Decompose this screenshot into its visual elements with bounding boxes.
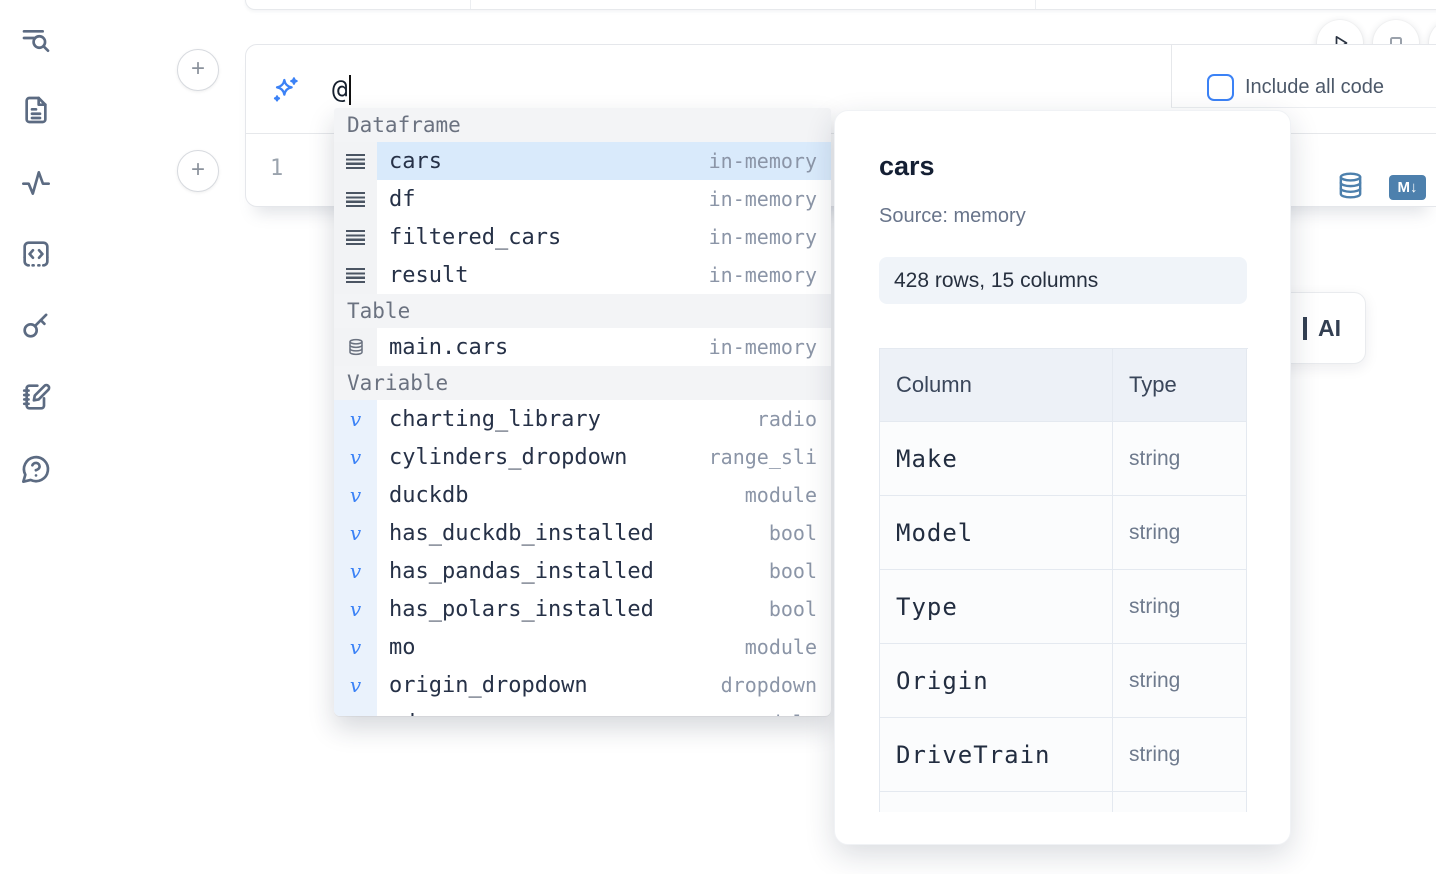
activity-icon[interactable] [20, 167, 52, 199]
preview-schema-table: Column Type Make string Model string Typ… [879, 348, 1248, 812]
previous-cell-edge [245, 0, 1436, 10]
variable-icon: v [334, 400, 377, 438]
column-header-cell: Column [880, 349, 1113, 422]
preview-shape-badge: 428 rows, 15 columns [879, 257, 1247, 304]
divider [1035, 0, 1036, 9]
section-header-variable: Variable [334, 366, 831, 400]
variable-icon: v [334, 438, 377, 476]
preview-title: cars [879, 151, 935, 181]
text-cursor [348, 75, 351, 105]
markdown-icon[interactable]: M↓ [1389, 175, 1426, 200]
section-header-dataframe: Dataframe [334, 108, 831, 142]
type-header-cell: Type [1113, 349, 1247, 422]
dataframe-icon [334, 180, 377, 218]
list-search-icon[interactable] [20, 24, 52, 56]
key-icon[interactable] [20, 309, 52, 341]
table-row-clipped [880, 792, 1248, 812]
variable-icon: v [334, 590, 377, 628]
table-row: Type string [880, 570, 1248, 644]
divider [470, 0, 471, 9]
line-number: 1 [270, 156, 284, 181]
table-row: Make string [880, 422, 1248, 496]
include-all-code-label: Include all code [1245, 76, 1384, 98]
dataframe-icon [334, 256, 377, 294]
variable-icon: v [334, 552, 377, 590]
ai-prompt-input[interactable]: @ [332, 75, 351, 105]
variable-icon: v [334, 514, 377, 552]
clipped-button[interactable] [1429, 20, 1436, 66]
variable-icon: v [334, 628, 377, 666]
preview-source: Source: memory [879, 205, 1026, 227]
dataframe-icon [334, 218, 377, 256]
dataframe-icon [334, 142, 377, 180]
autocomplete-item-pd[interactable]: v pdmodule [334, 704, 831, 716]
variable-icon: v [334, 476, 377, 514]
clipped-letter [1303, 316, 1307, 340]
help-bubble-icon[interactable] [20, 453, 52, 485]
section-header-table: Table [334, 294, 831, 328]
divider [1171, 107, 1436, 108]
add-cell-above-button[interactable]: + [177, 49, 219, 91]
variable-icon: v [334, 666, 377, 704]
table-header-row: Column Type [880, 349, 1248, 422]
database-icon [334, 328, 377, 366]
table-preview-panel: cars Source: memory 428 rows, 15 columns… [834, 110, 1291, 845]
include-all-code-checkbox[interactable] [1207, 74, 1234, 101]
table-row: Origin string [880, 644, 1248, 718]
divider [1171, 45, 1172, 107]
file-text-icon[interactable] [20, 94, 52, 126]
left-sidebar [0, 0, 72, 874]
code-snippet-icon[interactable] [20, 238, 52, 270]
variable-icon: v [334, 704, 377, 716]
ai-prompt-text: @ [332, 75, 348, 105]
notebook-pen-icon[interactable] [20, 381, 52, 413]
code-editor[interactable]: 1 M↓ [246, 134, 1436, 206]
table-row: Model string [880, 496, 1248, 570]
ai-button-label: AI [1318, 314, 1341, 341]
table-row: DriveTrain string [880, 718, 1248, 792]
sparkles-icon [273, 77, 298, 102]
add-cell-below-button[interactable]: + [177, 150, 219, 192]
datasource-icon[interactable] [1336, 171, 1365, 200]
